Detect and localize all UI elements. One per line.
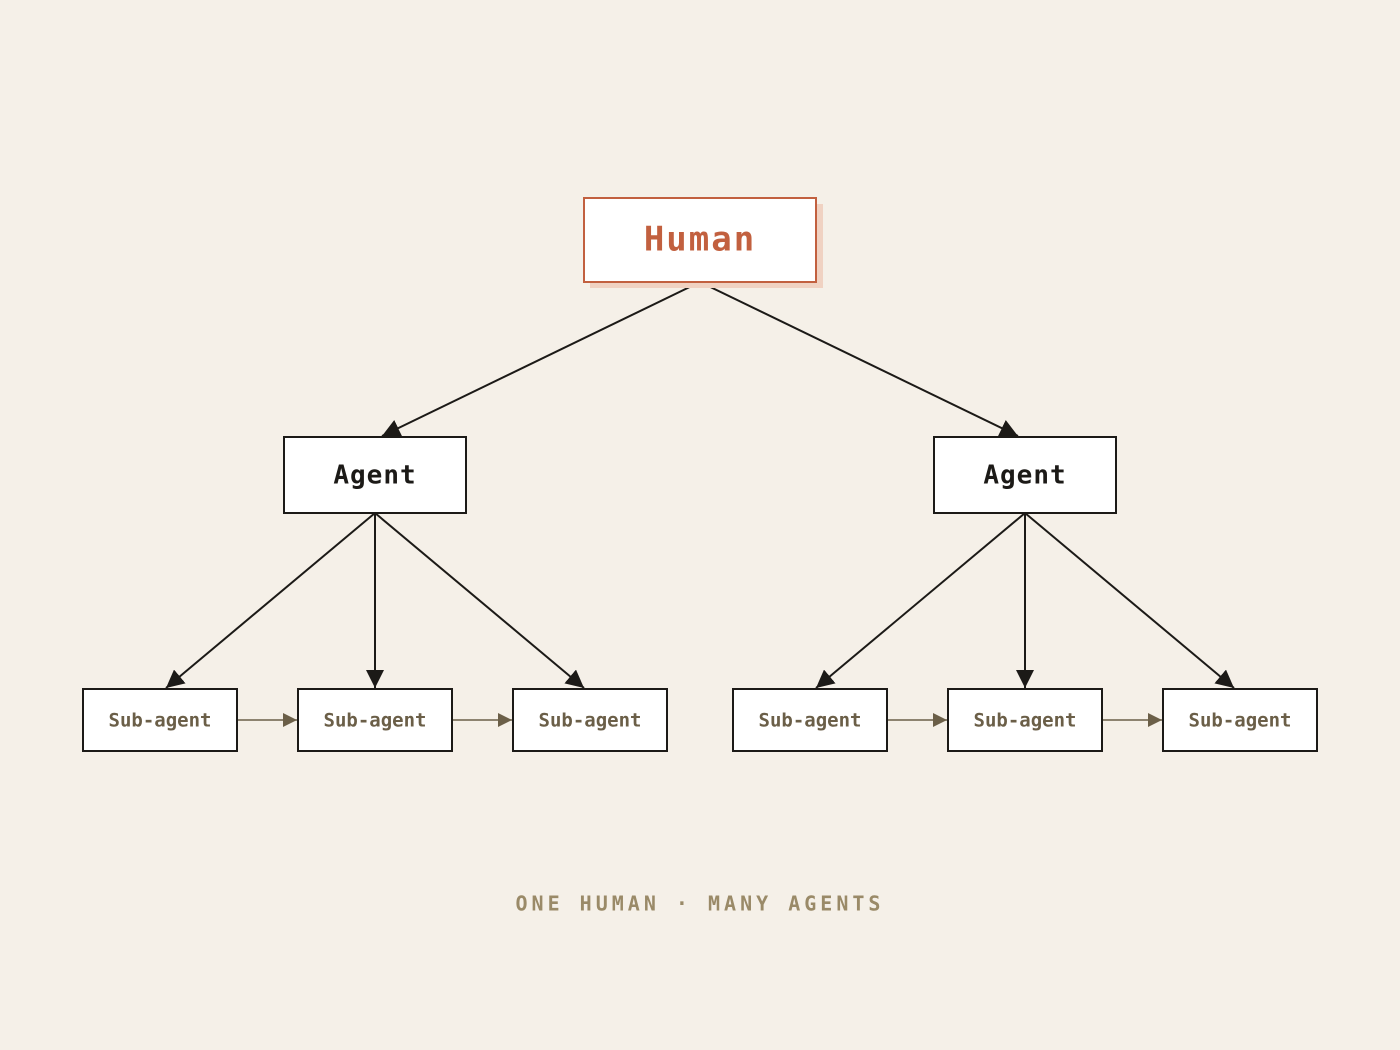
subagent-node-label: Sub-agent	[109, 710, 212, 732]
agent-node-label: Agent	[983, 461, 1066, 491]
human-node: Human	[583, 197, 823, 288]
human-node-label: Human	[644, 220, 756, 260]
agent-node-box	[933, 436, 1117, 514]
subagent-node-label: Sub-agent	[324, 710, 427, 732]
subagent-node-label: Sub-agent	[974, 710, 1077, 732]
agent-node-1: Agent	[283, 436, 467, 514]
subagent-node-4: Sub-agent	[732, 688, 888, 752]
human-node-box	[583, 197, 817, 283]
connector-human-agent-2	[699, 281, 1019, 437]
subagent-node-1: Sub-agent	[82, 688, 238, 752]
subagent-node-box	[947, 688, 1103, 752]
subagent-node-box	[1162, 688, 1318, 752]
subagent-node-label: Sub-agent	[759, 710, 862, 732]
subagent-node-label: Sub-agent	[1189, 710, 1292, 732]
subagent-node-5: Sub-agent	[947, 688, 1103, 752]
connector-human-agent-1	[381, 281, 701, 437]
agent-node-box	[283, 436, 467, 514]
subagent-node-box	[732, 688, 888, 752]
agent-to-subagent-connectors	[165, 512, 1235, 689]
subagent-node-3: Sub-agent	[512, 688, 668, 752]
agent-node-2: Agent	[933, 436, 1117, 514]
connector-agent1-sub1	[165, 512, 376, 689]
connector-agent2-sub1	[815, 512, 1026, 689]
subagent-node-box	[297, 688, 453, 752]
subagent-node-box	[82, 688, 238, 752]
agent-node-label: Agent	[333, 461, 416, 491]
connector-agent2-sub3	[1024, 512, 1235, 689]
subagent-node-6: Sub-agent	[1162, 688, 1318, 752]
subagent-node-label: Sub-agent	[539, 710, 642, 732]
human-to-agent-connectors	[381, 281, 1019, 437]
diagram-caption: ONE HUMAN · MANY AGENTS	[516, 892, 885, 916]
connector-agent1-sub3	[374, 512, 585, 689]
subagent-node-2: Sub-agent	[297, 688, 453, 752]
subagent-node-box	[512, 688, 668, 752]
